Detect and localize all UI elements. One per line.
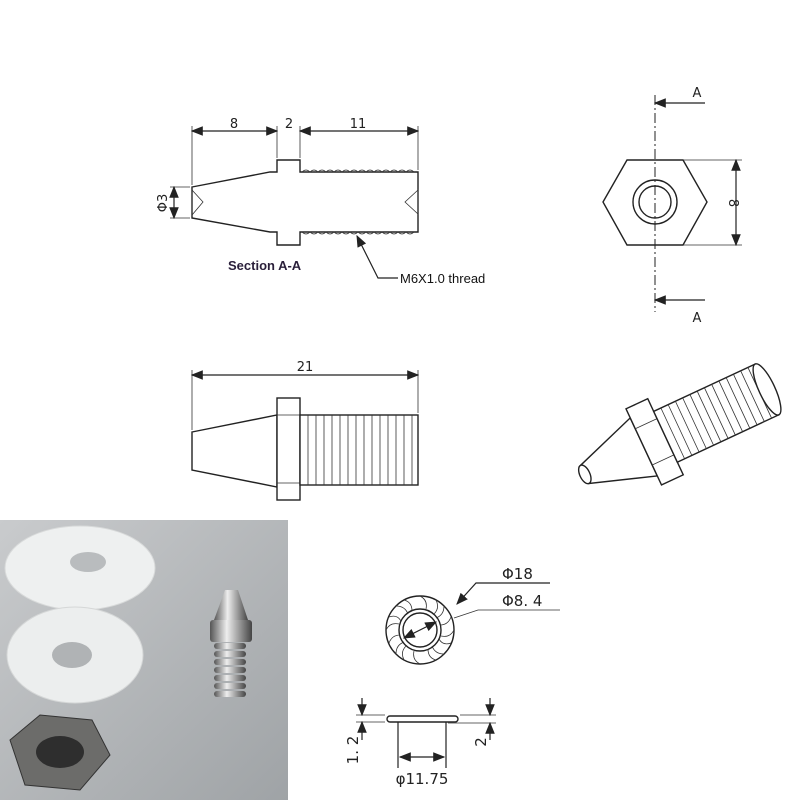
washer-drawing: Φ18 Φ8. 4 φ11.75 1. 2 2 bbox=[344, 565, 560, 788]
product-photo bbox=[0, 520, 288, 800]
screw-photo bbox=[214, 590, 248, 620]
dim-inner-diameter: Φ8. 4 bbox=[502, 592, 542, 610]
dim-cone-length: 8 bbox=[230, 117, 238, 132]
section-mark-top: A bbox=[693, 86, 702, 101]
section-mark-bottom: A bbox=[693, 311, 702, 326]
thread-callout: M6X1.0 thread bbox=[400, 271, 485, 286]
dim-collar-length: 2 bbox=[285, 117, 293, 132]
dim-outer-diameter: Φ18 bbox=[502, 565, 533, 583]
dim-total-length: 21 bbox=[297, 360, 314, 375]
section-view: 8 2 11 Φ3 Section A-A M6X1.0 thread bbox=[156, 117, 485, 286]
dim-tube-diameter: φ11.75 bbox=[396, 770, 449, 788]
dim-bore-diameter: Φ3 bbox=[156, 194, 171, 213]
section-body bbox=[191, 159, 419, 246]
dim-flange-thickness: 1. 2 bbox=[344, 736, 362, 765]
end-view: A A 8 bbox=[602, 86, 742, 326]
dim-washer-height: 2 bbox=[472, 737, 490, 747]
side-view: 21 bbox=[190, 360, 420, 501]
dim-hex-width: 8 bbox=[725, 199, 740, 207]
dim-thread-length: 11 bbox=[350, 117, 367, 132]
section-title: Section A-A bbox=[228, 258, 302, 273]
isometric-view bbox=[577, 363, 782, 486]
